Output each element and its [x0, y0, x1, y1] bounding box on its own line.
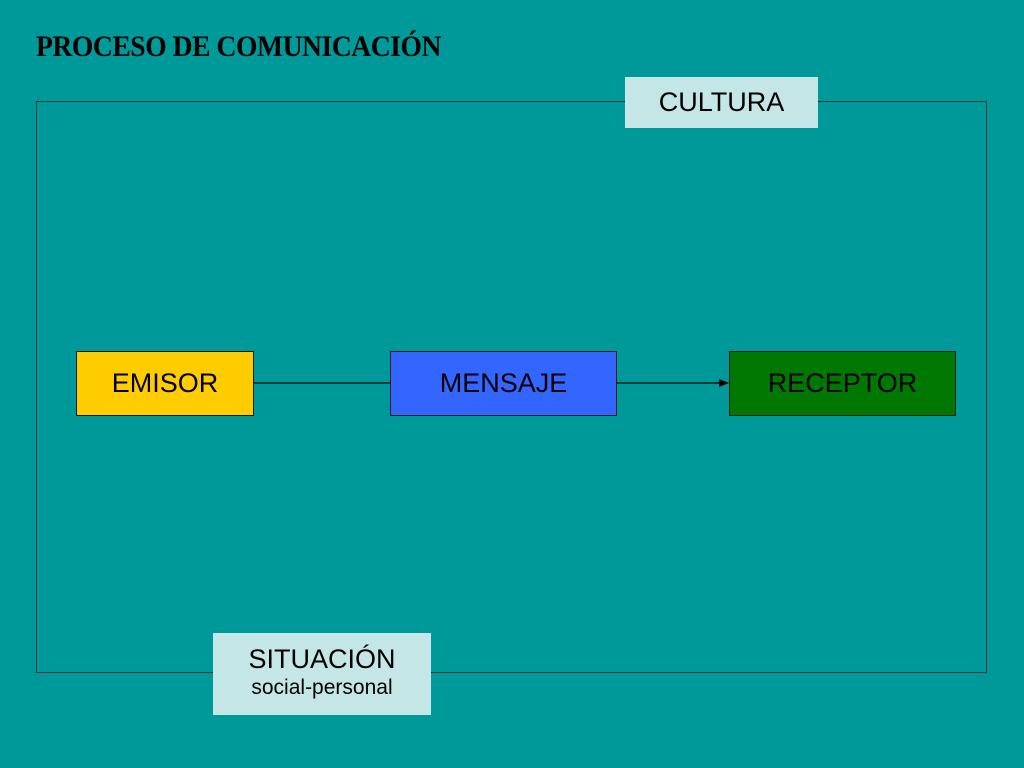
- situacion-label: SITUACIÓN social-personal: [213, 633, 431, 715]
- situacion-subtitle: social-personal: [251, 676, 393, 699]
- situacion-title: SITUACIÓN: [248, 644, 396, 674]
- emisor-node: EMISOR: [76, 351, 254, 416]
- cultura-label: CULTURA: [625, 77, 818, 128]
- mensaje-node: MENSAJE: [390, 351, 617, 416]
- cultura-frame: [36, 101, 987, 673]
- slide-title: PROCESO DE COMUNICACIÓN: [36, 30, 441, 63]
- receptor-node: RECEPTOR: [729, 351, 956, 416]
